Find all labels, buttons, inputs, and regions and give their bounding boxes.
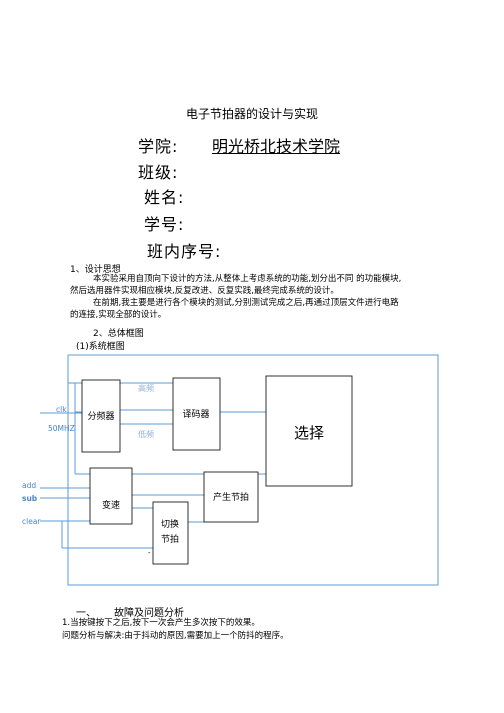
section-fault-number: 一、 bbox=[76, 608, 96, 619]
speed-label: 变速 bbox=[102, 499, 120, 511]
divider-label: 分频器 bbox=[87, 410, 114, 422]
clk-label: clk bbox=[56, 405, 67, 414]
design-paragraph-1-line-1: 本实验采用自顶向下设计的方法,从整体上考虑系统的功能,划分出不同 的功能模块, bbox=[93, 274, 402, 284]
signal-labels: clk 50MHZ add sub clear bbox=[22, 405, 75, 526]
generate-beat-block bbox=[203, 471, 259, 523]
switch-beat-block bbox=[152, 501, 189, 565]
decoder-label: 译码器 bbox=[182, 409, 209, 420]
speed-block bbox=[89, 467, 133, 525]
low-freq-label: 低频 bbox=[138, 429, 154, 439]
diagram-blocks bbox=[81, 375, 353, 565]
freq-label: 50MHZ bbox=[48, 424, 75, 433]
section-block-diagram-heading: 2、总体框图 bbox=[93, 329, 144, 339]
design-paragraph-2-line-2: 的连接,实现全部的设计。 bbox=[70, 310, 167, 320]
sub-label: sub bbox=[22, 494, 38, 503]
document-title: 电子节拍器的设计与实现 bbox=[185, 107, 318, 121]
fault-analysis: 问题分析与解决:由于抖动的原因,需要加上一个防抖的程序。 bbox=[62, 631, 289, 641]
switch-beat-label-1: 切换 bbox=[161, 518, 179, 530]
switch-beat-label-2: 节拍 bbox=[161, 533, 179, 545]
high-freq-label: 高频 bbox=[138, 383, 154, 393]
section-design-heading: 1、设计思想 bbox=[70, 265, 121, 275]
class-seq-label: 班内序号: bbox=[147, 242, 222, 261]
freq-labels: 高频 低频 bbox=[138, 383, 154, 439]
clear-label: clear bbox=[22, 517, 41, 526]
add-label: add bbox=[22, 481, 36, 490]
student-id-label: 学号: bbox=[144, 215, 185, 234]
diagram-labels: 分频器 译码器 选择 变速 产生节拍 切换 节拍 bbox=[87, 409, 324, 545]
decoder-block bbox=[172, 377, 221, 451]
college-value: 明光桥北技术学院 bbox=[212, 137, 341, 156]
select-label: 选择 bbox=[294, 424, 324, 442]
design-paragraph-2-line-1: 在前期,我主要是进行各个模块的测试,分别测试完成之后,再通过顶层文件进行电路 bbox=[93, 298, 399, 308]
generate-beat-label: 产生节拍 bbox=[213, 491, 249, 503]
name-label: 姓名: bbox=[144, 188, 185, 207]
system-block-diagram-subheading: (1)系统框图 bbox=[76, 342, 125, 352]
college-label: 学院: bbox=[138, 137, 179, 156]
select-block bbox=[265, 375, 353, 487]
design-paragraph-1-line-2: 然后选用器件实现相应模块,反复改进、反复实践,最终完成系统的设计。 bbox=[70, 286, 339, 296]
class-label: 班级: bbox=[138, 163, 179, 182]
stray-dot: - bbox=[148, 549, 151, 557]
fault-item-1: 1.当按键按下之后,按下一次会产生多次按下的效果。 bbox=[62, 618, 260, 628]
divider-block bbox=[81, 379, 121, 453]
section-fault-heading: 故障及问题分析 bbox=[114, 608, 184, 619]
